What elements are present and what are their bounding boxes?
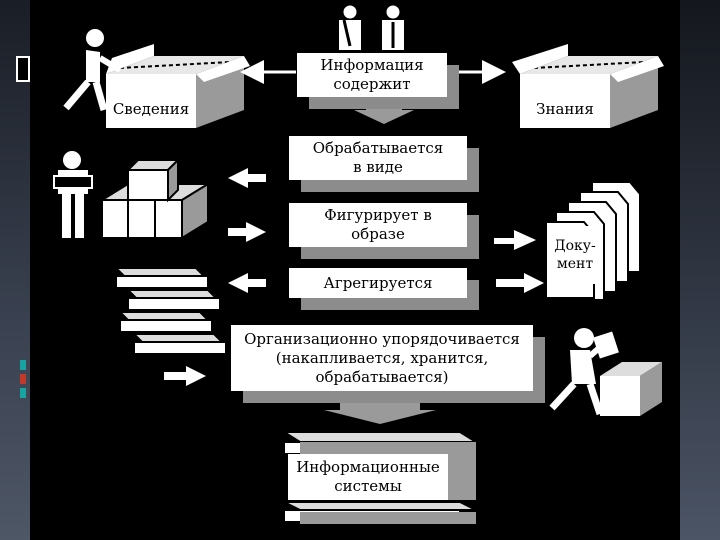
right-decor-bar [680, 0, 720, 540]
figures-as-box: Фигурирует в образе [289, 203, 467, 247]
document-label: Доку- мент [548, 226, 602, 284]
organized-box: Организационно упорядочивается (накаплив… [231, 325, 533, 391]
processed-as-box: Обрабатывается в виде [289, 136, 467, 180]
aggregated-box: Агрегируется [289, 268, 467, 298]
slide-marker-icon [16, 56, 30, 82]
person-holding-folder-icon [53, 151, 93, 238]
svedeniya-label: Сведения [106, 92, 196, 126]
info-systems-box: Информационные системы [288, 454, 448, 500]
info-contains-box: Информация содержит [297, 53, 447, 97]
left-decor-bar [0, 0, 30, 540]
person-loading-box-icon [549, 328, 662, 416]
teal-tick-icon [20, 360, 26, 370]
person-pair-icon [339, 5, 404, 50]
stacked-blocks-icon [98, 157, 212, 240]
stacked-slabs-icon [113, 267, 227, 355]
red-tick-icon [20, 374, 26, 384]
person-carrying-box-icon [63, 29, 122, 111]
znaniya-label: Знания [520, 92, 610, 126]
teal-tick-icon [20, 388, 26, 398]
